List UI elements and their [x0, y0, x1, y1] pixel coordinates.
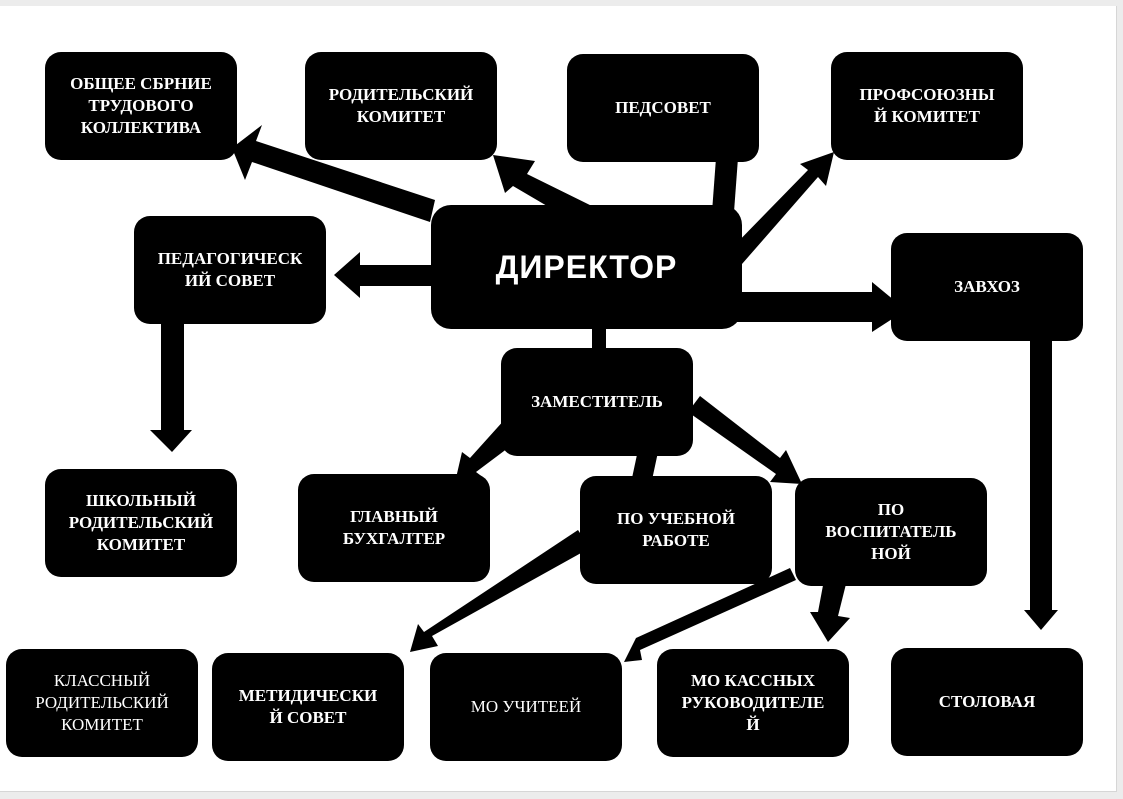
- node-pedagogical-council: ПЕДАГОГИЧЕСК ИЙ СОВЕТ: [134, 216, 326, 324]
- node-chief-accountant: ГЛАВНЫЙ БУХГАЛТЕР: [298, 474, 490, 582]
- node-class-leaders-mo: МО КАССНЫХ РУКОВОДИТЕЛЕ Й: [657, 649, 849, 757]
- arrow-deputy-educational-work: [688, 396, 802, 484]
- node-canteen: СТОЛОВАЯ: [891, 648, 1083, 756]
- node-director: ДИРЕКТОР: [431, 205, 742, 329]
- node-methodical-council: МЕТИДИЧЕСКИ Й СОВЕТ: [212, 653, 404, 761]
- connector-deputy-academic-work: [632, 450, 658, 480]
- arrow-academic-work-methodical-council: [410, 530, 590, 652]
- arrow-educational-work-class-leaders-mo: [810, 580, 850, 642]
- node-deputy: ЗАМЕСТИТЕЛЬ: [501, 348, 693, 456]
- arrow-pedagogical-council-school-parent-committee: [150, 322, 192, 452]
- node-trade-union: ПРОФСОЮЗНЫ Й КОМИТЕТ: [831, 52, 1023, 160]
- node-zavhoz: ЗАВХОЗ: [891, 233, 1083, 341]
- connector-director-pedsovet: [712, 158, 738, 212]
- node-pedsovet: ПЕДСОВЕТ: [567, 54, 759, 162]
- arrow-director-general-meeting: [232, 125, 435, 222]
- arrow-director-pedagogical-council: [334, 252, 434, 298]
- arrow-educational-work-teachers-mo: [624, 568, 796, 662]
- node-educational-work: ПО ВОСПИТАТЕЛЬ НОЙ: [795, 478, 987, 586]
- node-school-parent-committee: ШКОЛЬНЫЙ РОДИТЕЛЬСКИЙ КОМИТЕТ: [45, 469, 237, 577]
- node-parent-committee: РОДИТЕЛЬСКИЙ КОМИТЕТ: [305, 52, 497, 160]
- arrow-director-zavhoz: [720, 282, 906, 332]
- node-teachers-mo: МО УЧИТЕЕЙ: [430, 653, 622, 761]
- node-academic-work: ПО УЧЕБНОЙ РАБОТЕ: [580, 476, 772, 584]
- node-general-meeting: ОБЩЕЕ СБРНИЕ ТРУДОВОГО КОЛЛЕКТИВА: [45, 52, 237, 160]
- node-class-parent-committee: КЛАССНЫЙ РОДИТЕЛЬСКИЙ КОМИТЕТ: [6, 649, 198, 757]
- arrow-zavhoz-canteen: [1024, 338, 1058, 630]
- arrow-director-trade-union: [728, 152, 834, 264]
